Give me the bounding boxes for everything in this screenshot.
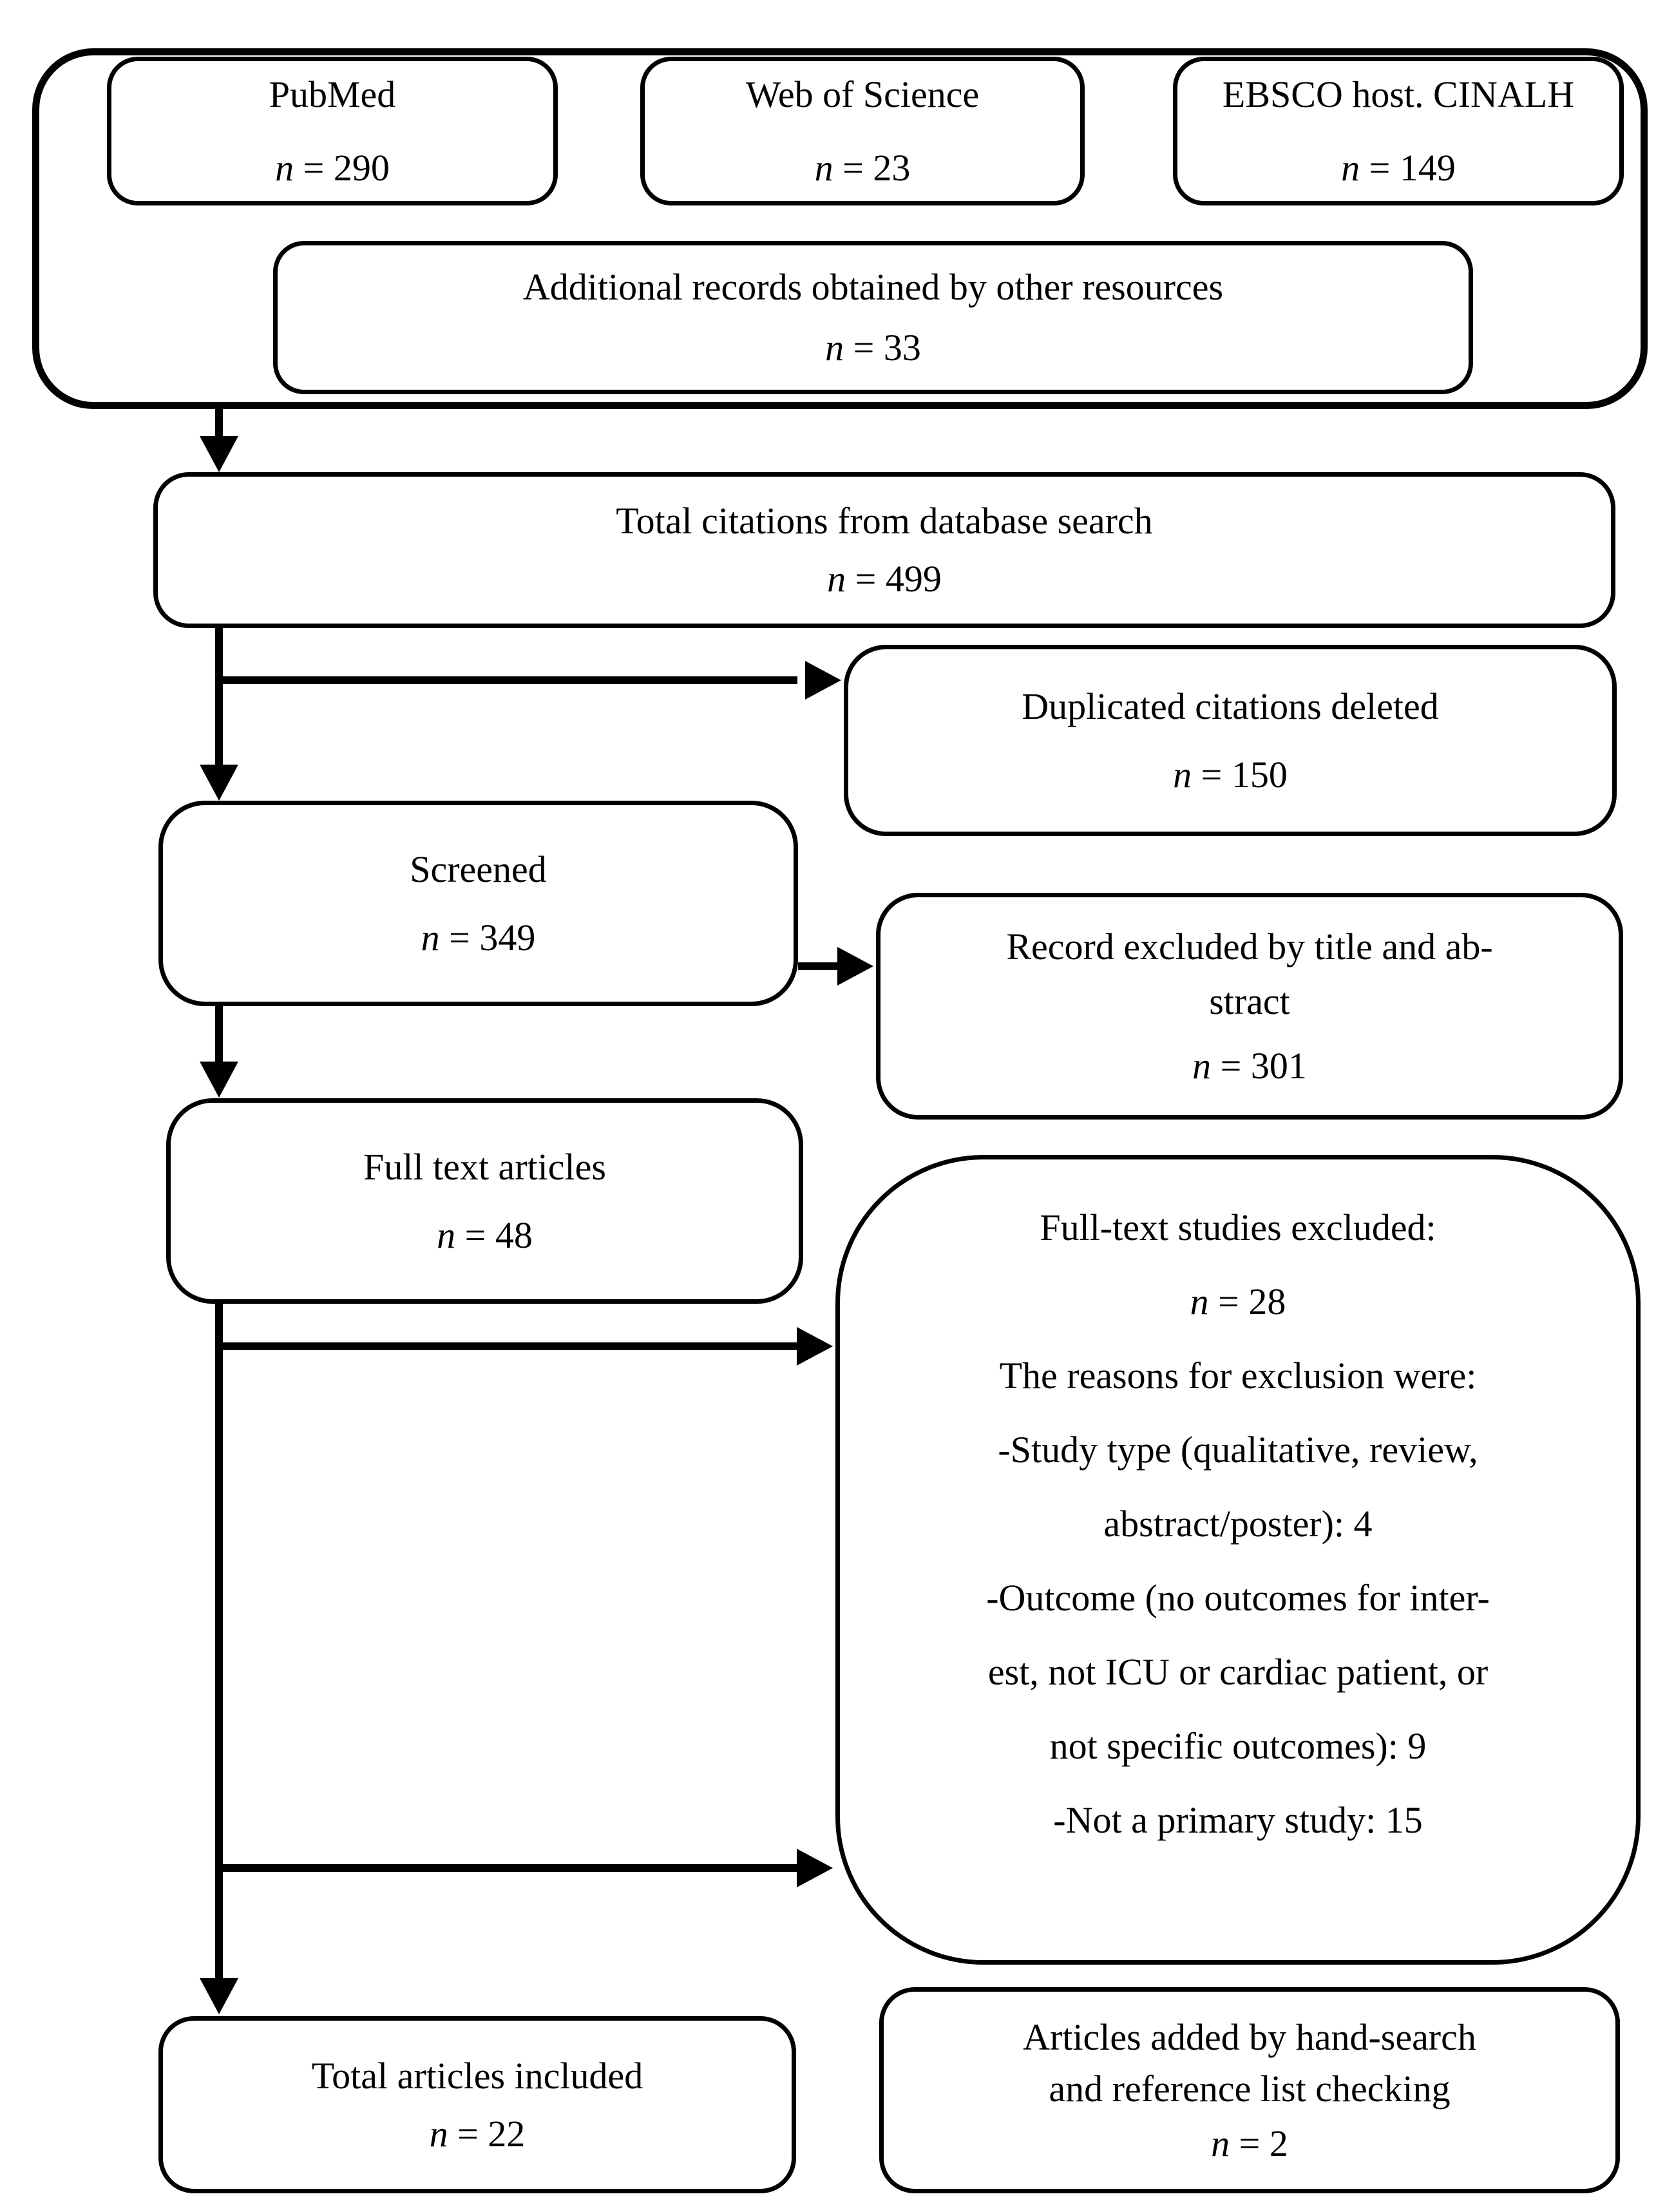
arrow-branch-duplicates-head [805, 661, 841, 700]
full-text-excluded-reason-2c: not specific outcomes): 9 [1049, 1725, 1427, 1767]
full-text-excluded-reason-header: The reasons for exclusion were: [999, 1355, 1477, 1397]
duplicates-deleted-count: n = 150 [1173, 753, 1288, 796]
hand-search-count: n = 2 [1211, 2122, 1288, 2164]
arrow-fulltext-to-included-line [215, 1302, 223, 1979]
ebsco-cinahl-title: EBSCO host. CINALH [1222, 73, 1575, 115]
arrow-fulltext-to-included-head [200, 1978, 238, 2014]
web-of-science-box: Web of Science n = 23 [640, 57, 1085, 205]
pubmed-title: PubMed [269, 73, 396, 115]
arrow-total-to-screened-head [200, 765, 238, 801]
total-included-count: n = 22 [429, 2112, 526, 2155]
full-text-articles-title: Full text articles [363, 1145, 606, 1188]
arrow-branch-excluded-top-head [797, 1327, 833, 1366]
arrow-branch-excluded-top-line [219, 1342, 797, 1350]
full-text-excluded-reason-1b: abstract/poster): 4 [1103, 1503, 1373, 1545]
arrow-sources-to-total-line [215, 406, 223, 438]
screened-box: Screened n = 349 [158, 801, 798, 1006]
additional-records-count: n = 33 [825, 327, 921, 368]
full-text-excluded-reason-3: -Not a primary study: 15 [1053, 1799, 1423, 1841]
ebsco-cinahl-box: EBSCO host. CINALH n = 149 [1173, 57, 1624, 205]
arrow-screened-to-excluded-line [798, 962, 839, 970]
full-text-articles-count: n = 48 [437, 1214, 533, 1256]
arrow-branch-excluded-bottom-line [219, 1864, 797, 1872]
pubmed-box: PubMed n = 290 [107, 57, 558, 205]
duplicates-deleted-box: Duplicated citations deleted n = 150 [844, 645, 1617, 836]
title-abstract-excluded-line2: stract [1209, 980, 1290, 1022]
full-text-excluded-reason-1: -Study type (qualitative, review, [998, 1429, 1478, 1471]
total-included-title: Total articles included [311, 2054, 643, 2097]
arrow-sources-to-total-head [200, 436, 238, 472]
total-citations-count: n = 499 [827, 558, 942, 600]
full-text-excluded-reason-2: -Outcome (no outcomes for inter- [986, 1577, 1490, 1619]
arrow-branch-duplicates-line [219, 676, 797, 684]
arrow-screened-to-excluded-head [837, 947, 873, 986]
additional-records-box: Additional records obtained by other res… [273, 241, 1473, 394]
ebsco-cinahl-count: n = 149 [1341, 146, 1456, 189]
hand-search-line1: Articles added by hand-search [1023, 2016, 1476, 2058]
total-included-box: Total articles included n = 22 [158, 2016, 796, 2193]
full-text-excluded-count: n = 28 [1190, 1281, 1286, 1322]
title-abstract-excluded-count: n = 301 [1192, 1045, 1307, 1087]
full-text-excluded-box: Full-text studies excluded: n = 28 The r… [835, 1155, 1641, 1965]
total-citations-box: Total citations from database search n =… [153, 472, 1615, 628]
hand-search-box: Articles added by hand-search and refere… [879, 1987, 1620, 2193]
title-abstract-excluded-line1: Record excluded by title and ab- [1006, 926, 1493, 968]
web-of-science-count: n = 23 [814, 146, 911, 189]
duplicates-deleted-title: Duplicated citations deleted [1022, 685, 1439, 727]
pubmed-count: n = 290 [275, 146, 390, 189]
full-text-excluded-reason-2b: est, not ICU or cardiac patient, or [987, 1651, 1489, 1693]
screened-title: Screened [410, 848, 547, 890]
arrow-screened-to-fulltext-line [215, 1005, 223, 1063]
arrow-branch-excluded-bottom-head [797, 1849, 833, 1887]
arrow-screened-to-fulltext-head [200, 1062, 238, 1098]
screened-count: n = 349 [421, 916, 536, 958]
total-citations-title: Total citations from database search [616, 500, 1153, 542]
full-text-excluded-title: Full-text studies excluded: [1040, 1206, 1436, 1248]
arrow-total-to-screened-line [215, 627, 223, 765]
web-of-science-title: Web of Science [745, 73, 980, 115]
title-abstract-excluded-box: Record excluded by title and ab- stract … [876, 893, 1623, 1120]
additional-records-title: Additional records obtained by other res… [522, 266, 1224, 308]
full-text-articles-box: Full text articles n = 48 [166, 1098, 803, 1304]
hand-search-line2: and reference list checking [1049, 2067, 1451, 2110]
